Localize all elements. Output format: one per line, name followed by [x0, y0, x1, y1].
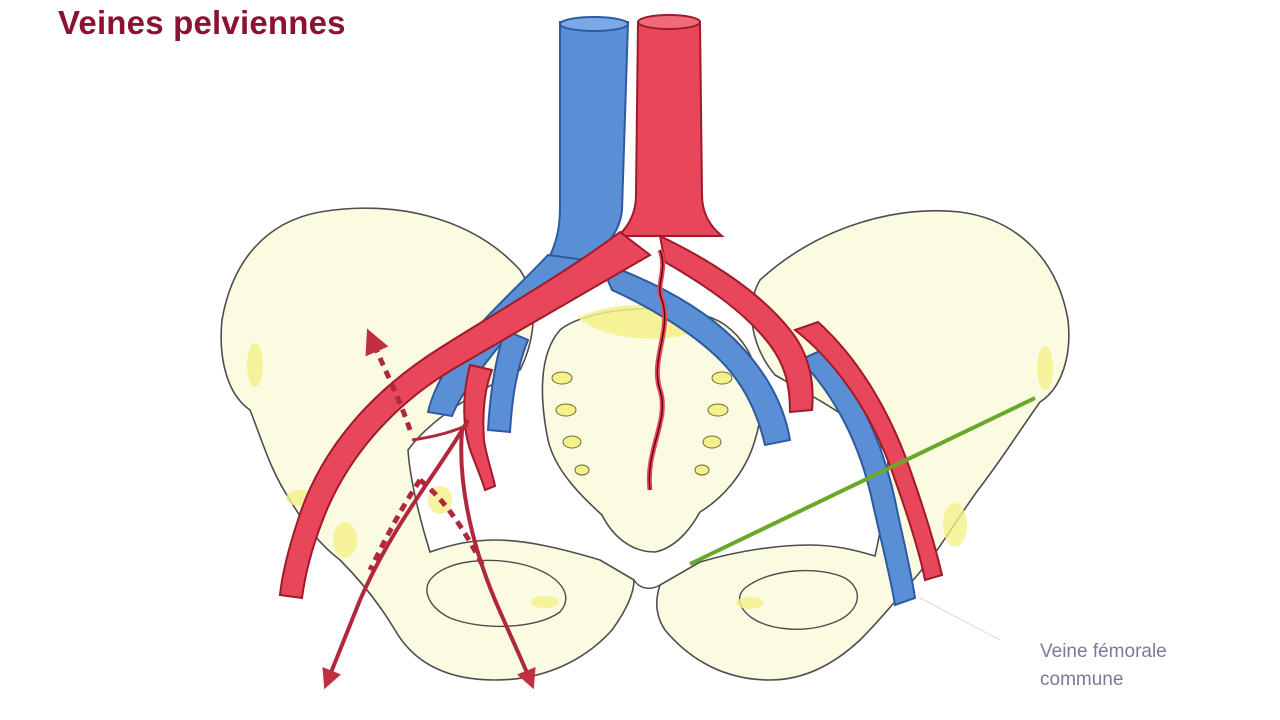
pudendal-dashed-branch	[418, 478, 488, 572]
ivc-opening	[559, 16, 629, 32]
pubic-symphysis	[633, 579, 661, 589]
aorta-opening	[637, 14, 701, 30]
left-ilium	[220, 207, 635, 681]
inguinal-ligament-line	[689, 396, 1036, 566]
right-common-iliac-vein	[598, 260, 792, 447]
right-obturator-foramen	[738, 569, 858, 630]
caption-pointer-line	[919, 597, 1001, 641]
abdominal-aorta	[615, 21, 725, 237]
caption-line-1: Veine fémorale	[1040, 641, 1167, 662]
right-external-iliac-vein	[798, 348, 917, 607]
obturator-artery-branch	[322, 419, 470, 690]
right-external-iliac-artery	[792, 320, 944, 582]
inferior-vena-cava	[546, 21, 630, 261]
median-sacral-artery-line	[648, 249, 666, 491]
left-common-iliac-artery	[278, 230, 652, 600]
arterial-system	[278, 14, 944, 690]
sacral-foramina	[551, 371, 733, 476]
left-obturator-foramen	[426, 559, 567, 628]
sacrum	[541, 307, 762, 553]
slide-title: Veines pelviennes	[58, 4, 346, 41]
femoral-vein-caption: Veine fémorale commune	[1040, 638, 1240, 694]
right-common-iliac-artery	[658, 234, 814, 414]
left-internal-iliac-vein	[486, 328, 530, 434]
iliolumbar-dashed-branch	[365, 328, 413, 431]
caption-line-2: commune	[1040, 669, 1124, 690]
internal-pudendal-artery-branch	[459, 429, 536, 690]
superior-gluteal-branch	[411, 423, 469, 442]
